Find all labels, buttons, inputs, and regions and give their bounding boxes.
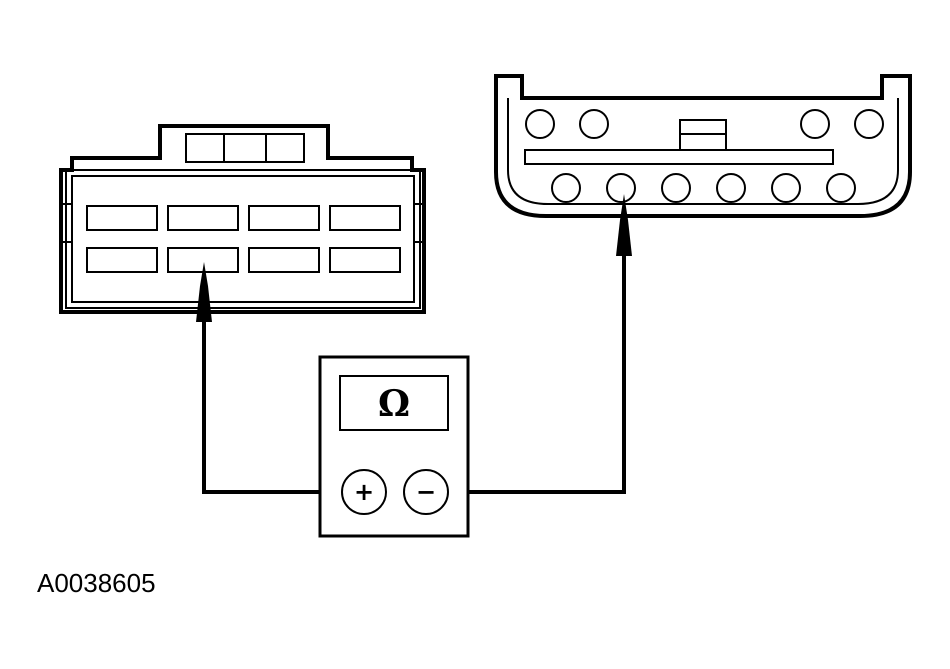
right-connector-inner — [507, 98, 899, 205]
left-connector-pin — [248, 247, 320, 273]
right-connector-pin — [661, 173, 691, 203]
right-connector-shell — [494, 74, 912, 218]
right-connector-slot — [524, 149, 834, 165]
left-connector-pin — [248, 205, 320, 231]
left-connector — [59, 124, 426, 314]
minus-icon: − — [416, 478, 436, 506]
right-connector-pin — [579, 109, 609, 139]
right-connector-pin-tested — [606, 173, 636, 203]
plus-icon: + — [354, 478, 374, 506]
positive-jack — [341, 469, 387, 515]
left-connector-pin — [329, 205, 401, 231]
ohmmeter-display — [339, 375, 449, 431]
test-lead-negative — [448, 194, 632, 494]
right-connector — [494, 74, 912, 218]
left-connector-latch — [185, 133, 305, 163]
positive-lead-wire — [202, 318, 342, 494]
negative-lead-wire — [448, 252, 626, 494]
figure-id-label: A0038605 — [37, 568, 156, 598]
left-connector-pin — [329, 247, 401, 273]
right-connector-pin — [525, 109, 555, 139]
left-connector-inner-border — [71, 175, 415, 303]
right-connector-pin — [800, 109, 830, 139]
left-connector-pin — [86, 247, 158, 273]
left-connector-pin — [167, 205, 239, 231]
left-connector-body — [65, 169, 421, 309]
test-lead-positive — [196, 262, 342, 494]
right-connector-pin — [551, 173, 581, 203]
negative-probe-icon — [616, 194, 632, 256]
right-connector-pin — [826, 173, 856, 203]
ohmmeter: Ω + − — [318, 355, 470, 538]
positive-probe-icon — [196, 262, 212, 322]
ohm-symbol-icon: Ω — [378, 383, 410, 425]
negative-jack — [403, 469, 449, 515]
right-connector-pin — [854, 109, 884, 139]
right-connector-pin — [716, 173, 746, 203]
right-connector-pin — [771, 173, 801, 203]
left-connector-pin — [86, 205, 158, 231]
